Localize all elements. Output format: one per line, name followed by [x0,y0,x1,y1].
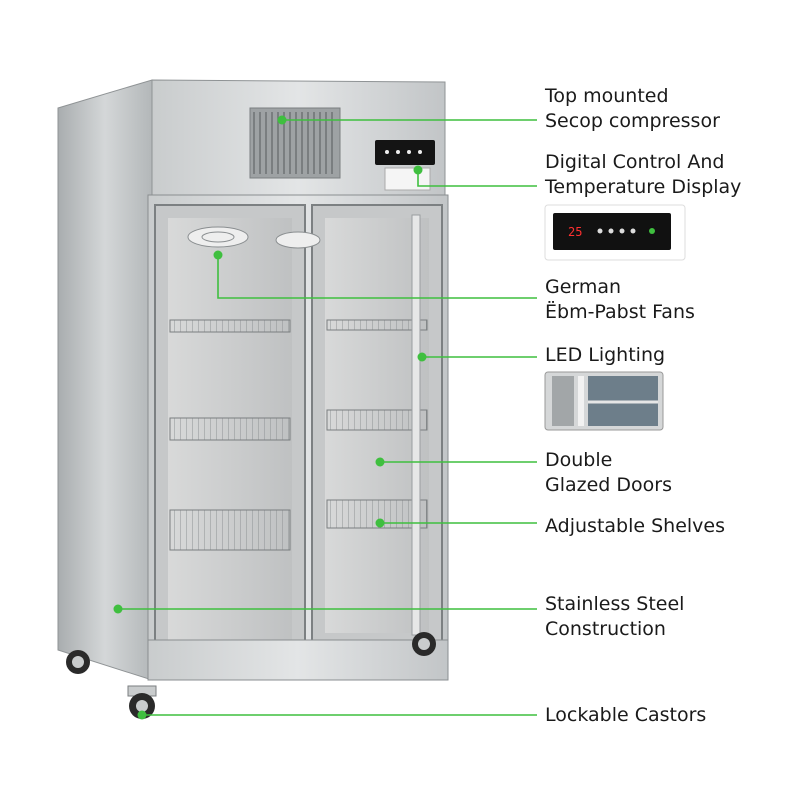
callout-dot-shelves [375,518,385,528]
vent-grille [249,107,341,179]
panel-temp-text: 25 [568,225,582,239]
callout-dot-steel [113,604,123,614]
feature-label-led: LED Lighting [545,343,665,368]
feature-label-line: Construction [545,618,666,640]
feature-label-line: Double [545,449,613,471]
feature-label-line: Secop compressor [545,110,720,132]
feature-label-line: Stainless Steel [545,593,685,615]
fan-icon [187,226,321,249]
led-lighting-thumbnail [544,371,664,431]
feature-label-line: Adjustable Shelves [545,515,726,537]
feature-label-line: German [545,276,622,298]
feature-label-line: Temperature Display [545,176,742,198]
feature-label-castors: Lockable Castors [545,703,706,728]
shelves [169,319,428,551]
feature-label-line: LED Lighting [545,344,666,366]
callout-dot-doors [375,457,385,467]
callout-dot-compressor [277,115,287,125]
feature-label-shelves: Adjustable Shelves [545,514,725,539]
callout-line-control [417,170,537,187]
castor-wheel-icon [66,632,436,719]
base-plinth [147,639,449,681]
callout-dot-fans [213,250,223,260]
callout-lines [113,115,537,720]
feature-label-line: Ëbm-Pabst Fans [545,301,695,323]
feature-label-line: Glazed Doors [545,474,672,496]
fridge-front [147,194,449,681]
callout-line-fans [217,255,537,299]
feature-label-line: Digital Control And [545,151,725,173]
callout-dot-led [417,352,427,362]
compressor-housing [151,79,446,201]
led-strip [411,214,421,636]
callout-dot-castors [137,710,147,720]
feature-label-line: Top mounted [545,85,669,107]
feature-label-line: Lockable Castors [545,704,707,726]
fridge-side-panel [57,79,153,681]
control-panel-icon [375,140,435,165]
control-panel-thumbnail: 25 [544,204,686,261]
callout-dot-control [413,165,423,175]
